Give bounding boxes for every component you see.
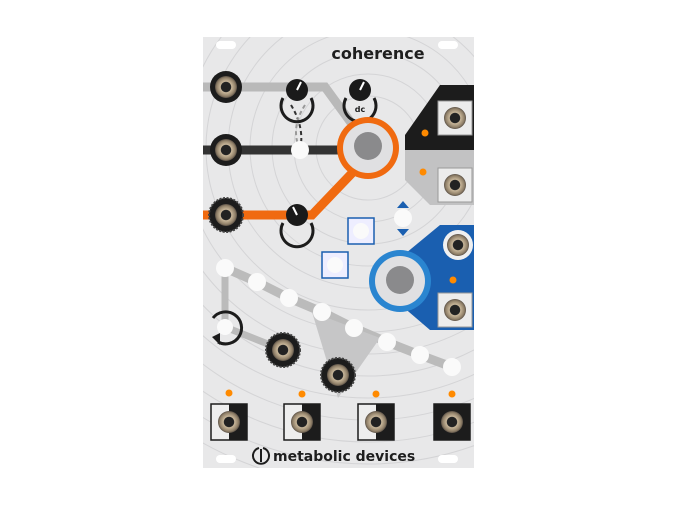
brand-name: metabolic devices [273,449,415,465]
attenuator-knob-1[interactable] [279,79,315,124]
up-down-button[interactable] [394,201,412,236]
jack-9[interactable] [320,357,356,393]
attenuator-knob-2[interactable] [279,204,315,249]
square-button-2[interactable] [321,251,349,279]
step-button-5[interactable] [345,319,363,337]
jack-8[interactable] [265,332,301,368]
dc-label: dc [355,105,366,114]
jack-6[interactable] [443,230,473,260]
step-button-2[interactable] [248,273,266,291]
step-button-4[interactable] [313,303,331,321]
mounting-holes [216,41,458,463]
brand-logo [252,447,270,465]
jack-11[interactable] [283,403,321,441]
main-orange-knob[interactable] [337,117,399,179]
step-button-8[interactable] [443,358,461,376]
loop-icon [211,310,244,346]
jack-5[interactable] [437,167,473,203]
jack-10[interactable] [210,403,248,441]
jack-2[interactable] [210,134,242,166]
step-button-1[interactable] [216,259,234,277]
jack-1[interactable] [210,71,242,103]
step-button-3[interactable] [280,289,298,307]
step-button-7[interactable] [411,346,429,364]
square-button-1[interactable] [347,217,375,245]
step-button-6[interactable] [378,333,396,351]
jack-13[interactable] [433,403,471,441]
main-blue-knob[interactable] [369,250,431,312]
mode-button[interactable] [291,141,309,159]
jack-7[interactable] [437,292,473,328]
jack-4[interactable] [437,100,473,136]
module-title: coherence [331,44,424,63]
loop-button[interactable] [217,319,233,335]
jack-3[interactable] [208,197,244,233]
leds [225,129,457,398]
jack-12[interactable] [357,403,395,441]
